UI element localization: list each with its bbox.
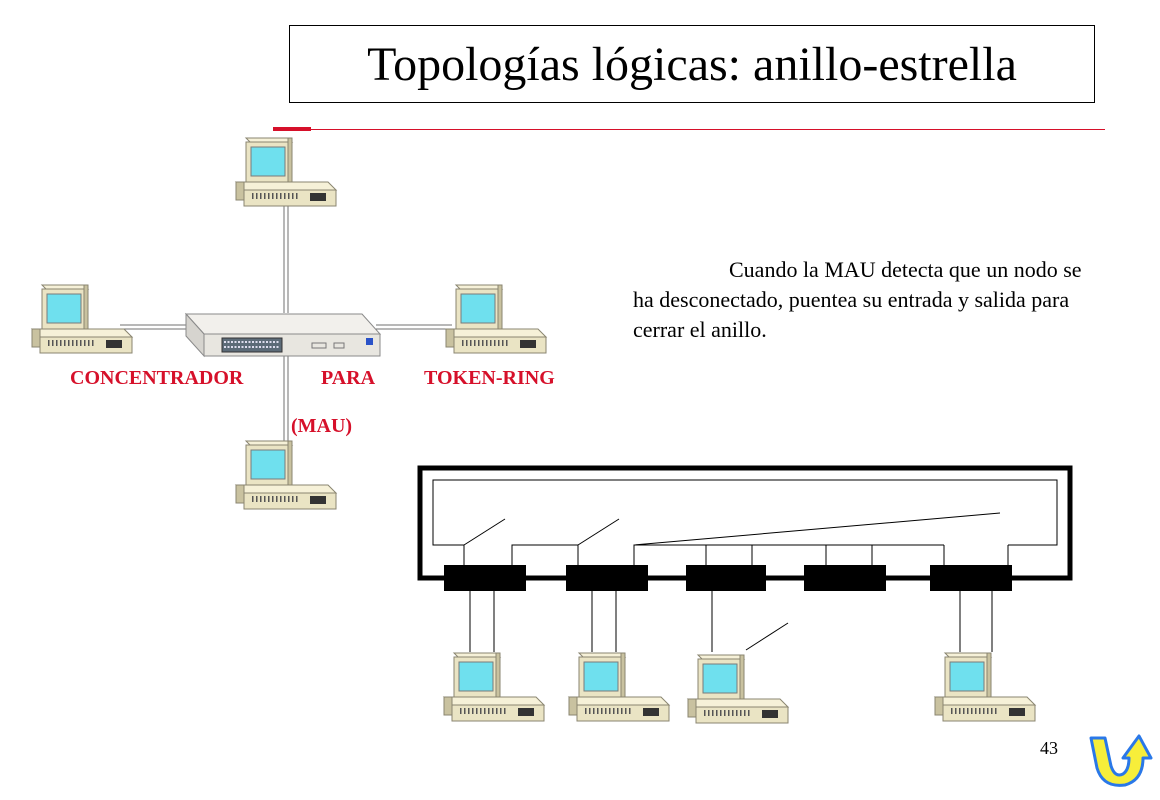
ring-node-2-icon — [569, 653, 669, 721]
red-accent-line — [311, 129, 1105, 130]
mau-port-1 — [444, 565, 526, 591]
description-text: Cuando la MAU detecta que un nodo se ha … — [633, 257, 1082, 342]
slide-title: Topologías lógicas: anillo-estrella — [367, 37, 1017, 91]
mau-port-3 — [686, 565, 766, 591]
computer-right-icon — [446, 285, 546, 353]
next-arrow-icon[interactable] — [1085, 730, 1157, 790]
title-box: Topologías lógicas: anillo-estrella — [289, 25, 1095, 103]
page-number: 43 — [1040, 738, 1058, 758]
computer-top-icon — [236, 138, 336, 206]
mau-ports — [444, 565, 1012, 591]
ring-node-5-icon — [935, 653, 1035, 721]
mau-port-4 — [804, 565, 886, 591]
node-cables — [469, 591, 993, 652]
ring-inner-return — [432, 479, 1058, 546]
computer-left-icon — [32, 285, 132, 353]
hub-label-mau: (MAU) — [291, 415, 353, 437]
ring-outer-frame — [417, 465, 1073, 581]
hub-label-para: PARA — [321, 367, 376, 389]
mau-hub-icon — [184, 312, 382, 358]
computer-bottom-icon — [236, 441, 336, 509]
star-cables — [120, 203, 452, 447]
mau-port-2 — [566, 565, 648, 591]
red-accent-bar — [273, 127, 311, 131]
ring-wiring — [463, 512, 1009, 565]
mau-port-5 — [930, 565, 1012, 591]
ring-node-1-icon — [444, 653, 544, 721]
hub-label-concentrador: CONCENTRADOR — [70, 367, 244, 389]
hub-label-token-ring: TOKEN-RING — [424, 367, 555, 389]
ring-node-3-icon — [688, 655, 788, 723]
